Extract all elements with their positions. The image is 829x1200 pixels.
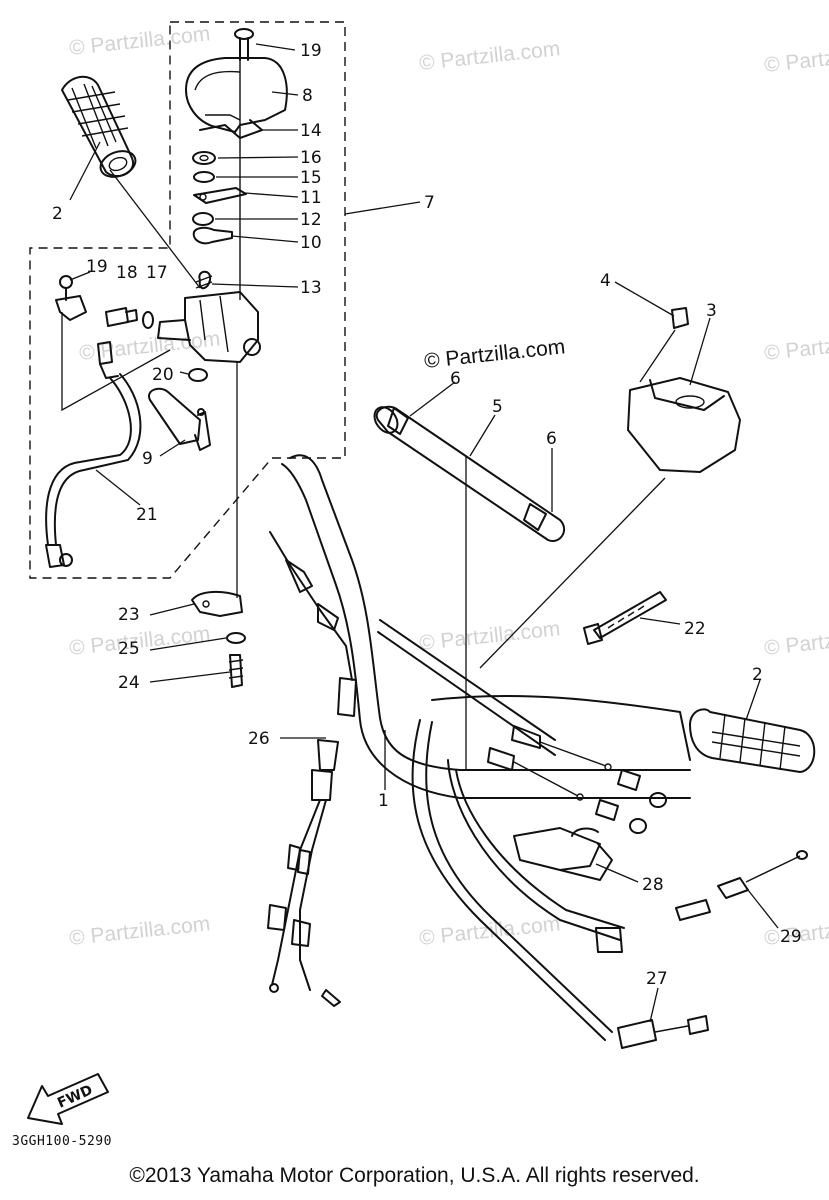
throttle-cover-stack (185, 28, 288, 300)
diagram-code: 3GGH100-5290 (12, 1134, 112, 1149)
nut-20 (188, 368, 208, 382)
callout-16: 16 (300, 148, 322, 168)
callout-13: 13 (300, 278, 322, 298)
callout-21: 21 (136, 505, 158, 525)
callout-26: 26 (248, 729, 270, 749)
watermark: © Partzilla.com (418, 912, 561, 950)
left-grip (61, 75, 137, 178)
callout-2: 2 (752, 665, 763, 685)
callout-24: 24 (118, 673, 140, 693)
callout-6: 6 (546, 429, 557, 449)
callout-5: 5 (492, 397, 503, 417)
throttle-cable (267, 531, 357, 1007)
callout-4: 4 (600, 271, 611, 291)
cable-tie (583, 591, 667, 645)
adjuster-nuts (595, 769, 667, 834)
watermark: © Partzilla.com (418, 37, 561, 75)
callout-2: 2 (52, 204, 63, 224)
callout-8: 8 (302, 86, 313, 106)
callout-15: 15 (300, 168, 322, 188)
callout-6: 6 (450, 369, 461, 389)
switch-cover (627, 307, 741, 473)
brake-lever (513, 827, 613, 881)
callout-11: 11 (300, 188, 322, 208)
callout-25: 25 (118, 639, 140, 659)
watermark-prominent: © Partzilla.com (423, 335, 566, 373)
watermark: © Partzilla.com (763, 327, 829, 365)
callout-20: 20 (152, 365, 174, 385)
callout-9: 9 (142, 449, 153, 469)
callout-17: 17 (146, 263, 168, 283)
watermarks: © Partzilla.com © Partzilla.com © Partzi… (68, 22, 829, 950)
screw-18-washer-17 (105, 307, 154, 329)
cable-27 (617, 1015, 709, 1049)
callout-19: 19 (300, 41, 322, 61)
brake-cables (411, 719, 625, 1041)
callout-3: 3 (706, 301, 717, 321)
fwd-arrow-icon: FWD (27, 1073, 109, 1125)
cable-29 (675, 850, 808, 921)
throttle-housing (109, 169, 261, 363)
callout-12: 12 (300, 210, 322, 230)
right-grip (689, 708, 816, 773)
callout-14: 14 (300, 121, 322, 141)
callout-29: 29 (780, 927, 802, 947)
switch-bracket (55, 275, 171, 412)
switch-wire (45, 373, 142, 568)
watermark: © Partzilla.com (763, 622, 829, 660)
copyright-notice: ©2013 Yamaha Motor Corporation, U.S.A. A… (129, 1164, 700, 1187)
watermark: © Partzilla.com (68, 22, 211, 60)
handlebar-pad (373, 405, 566, 542)
leader-lines (69, 43, 779, 1023)
callout-22: 22 (684, 619, 706, 639)
watermark: © Partzilla.com (68, 622, 211, 660)
throttle-lever (148, 387, 211, 451)
clamp-holder (191, 362, 246, 688)
callout-7: 7 (424, 193, 435, 213)
watermark: © Partzilla.com (68, 912, 211, 950)
watermark: © Partzilla.com (418, 617, 561, 655)
callout-18: 18 (116, 263, 138, 283)
watermark: © Partzilla.com (763, 39, 829, 77)
callout-28: 28 (642, 875, 664, 895)
callout-10: 10 (300, 233, 322, 253)
assembly-7-dashed-boundary (29, 21, 346, 579)
callout-27: 27 (646, 969, 668, 989)
callout-19: 19 (86, 257, 108, 277)
callout-23: 23 (118, 605, 140, 625)
callout-numbers: 19 8 14 16 15 11 12 10 7 13 2 19 18 17 2… (52, 41, 802, 989)
callout-1: 1 (378, 791, 389, 811)
